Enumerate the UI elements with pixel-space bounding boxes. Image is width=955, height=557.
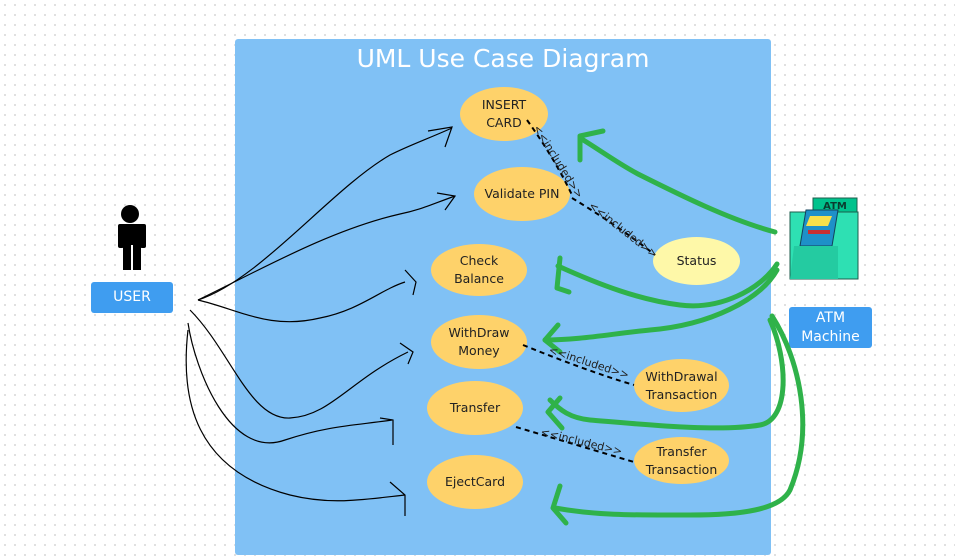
user-association-arrows — [185, 126, 457, 516]
user-actor-icon — [118, 205, 146, 270]
include-label-transfer-transaction: <<included>> — [539, 425, 623, 458]
atm-association-arrows — [542, 128, 806, 526]
svg-text:ATM: ATM — [823, 201, 847, 212]
user-actor-label[interactable]: USER — [91, 282, 173, 313]
atm-actor-label[interactable]: ATM Machine — [789, 307, 872, 348]
include-label-withdraw-transaction: <<included>> — [547, 343, 631, 381]
include-label-insert-validate: <<included>> — [530, 123, 585, 201]
use-case-eject-card[interactable]: EjectCard — [427, 455, 523, 509]
use-case-withdraw-money[interactable]: WithDraw Money — [431, 315, 527, 369]
diagram-title: UML Use Case Diagram — [356, 44, 650, 73]
atm-icon: ATM — [789, 197, 859, 280]
use-case-transfer-transaction[interactable]: Transfer Transaction — [634, 437, 729, 484]
include-relations — [515, 119, 656, 463]
use-case-check-balance[interactable]: Check Balance — [431, 244, 527, 296]
use-case-status[interactable]: Status — [653, 237, 740, 285]
use-case-transfer[interactable]: Transfer — [427, 381, 523, 435]
use-case-withdrawal-transaction[interactable]: WithDrawal Transaction — [634, 359, 729, 412]
use-case-validate-pin[interactable]: Validate PIN — [474, 167, 570, 221]
include-label-validate-status: <<included>> — [586, 199, 660, 261]
use-case-insert-card[interactable]: INSERT CARD — [460, 87, 548, 141]
